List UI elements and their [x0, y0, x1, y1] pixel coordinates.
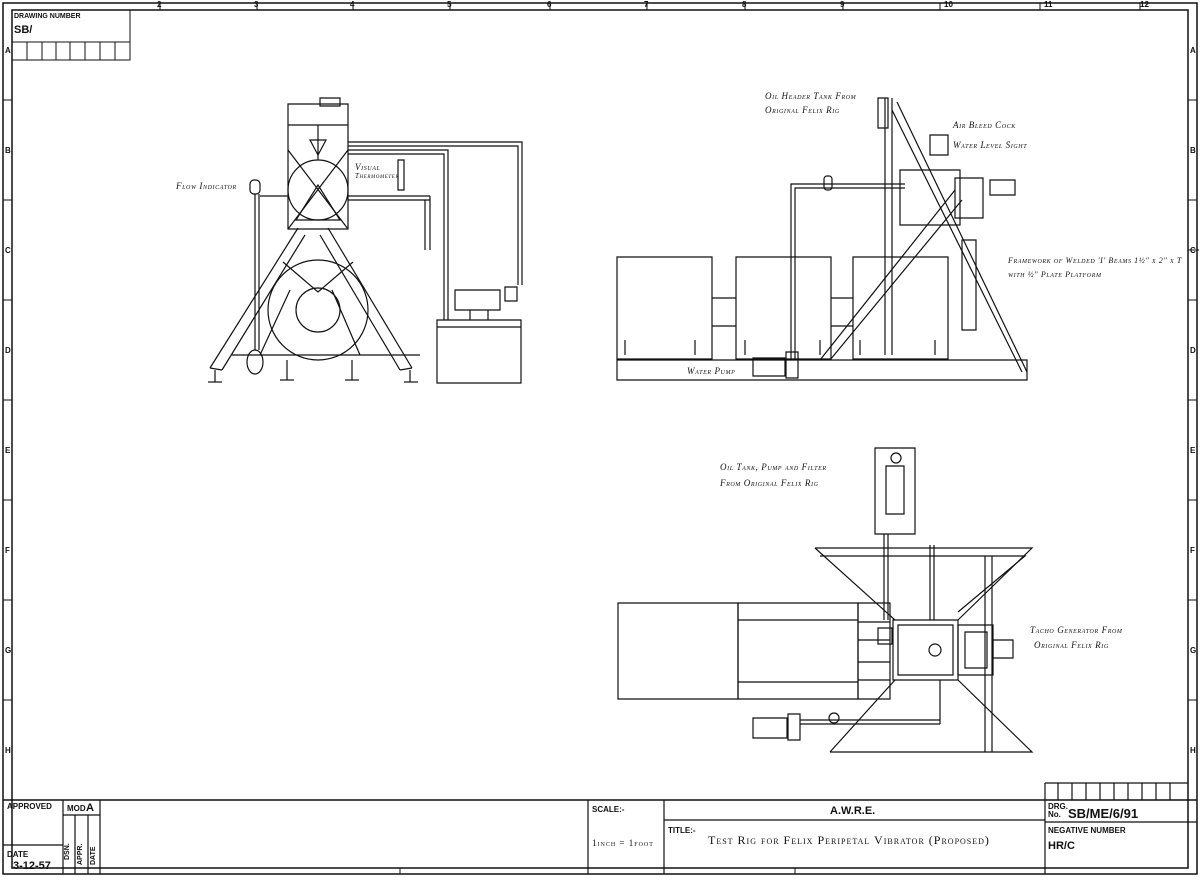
row-label: E: [5, 446, 11, 455]
visual-thermometer-label: Visual: [355, 162, 381, 172]
column-label: 7: [644, 0, 649, 9]
row-label: D: [5, 346, 11, 355]
oil-tank-label-2: From Original Felix Rig: [720, 478, 819, 488]
negative-number-label: NEGATIVE NUMBER: [1048, 826, 1126, 835]
row-label: B: [1190, 146, 1196, 155]
negative-number-value: HR/C: [1048, 840, 1075, 852]
row-label: B: [5, 146, 11, 155]
flow-indicator-label: Flow Indicator: [176, 181, 237, 191]
column-label: 2: [157, 0, 162, 9]
row-label: A: [5, 46, 11, 55]
column-label: 10: [944, 0, 953, 9]
framework-label: Framework of Welded 'I' Beams 1½" x 2" x…: [1008, 256, 1182, 265]
framework-label-2: with ½" Plate Platform: [1008, 270, 1102, 279]
row-label: F: [1190, 546, 1195, 555]
inner-border: [12, 10, 1188, 868]
scale-value: 1inch = 1foot: [592, 838, 654, 848]
date-label: DATE: [7, 850, 29, 859]
drawing-title: Test Rig for Felix Peripetal Vibrator (P…: [708, 833, 990, 847]
oil-header-tank-label-2: Original Felix Rig: [765, 105, 840, 115]
row-label: H: [5, 746, 11, 755]
scale-label: SCALE:-: [592, 805, 625, 814]
title-block-lines: [3, 783, 1197, 874]
column-label: 8: [742, 0, 747, 9]
row-label: C: [5, 246, 11, 255]
side-elevation-view: [208, 98, 522, 383]
mod-value: A: [86, 802, 94, 814]
dsn-label: DSN.: [64, 843, 71, 860]
mod-label: MOD: [67, 804, 86, 813]
appr-label: APPR.: [77, 843, 84, 865]
row-label: G: [5, 646, 12, 655]
oil-tank-label: Oil Tank, Pump and Filter: [720, 462, 827, 472]
drg-number-label: DRG. No.: [1048, 802, 1068, 819]
air-bleed-cock-label: Air Bleed Cock: [953, 120, 1016, 130]
column-label: 6: [547, 0, 552, 9]
drawing-number-box: [12, 10, 130, 60]
row-label: G: [1190, 646, 1197, 655]
plan-view: [618, 448, 1032, 752]
title-label: TITLE:-: [668, 826, 696, 835]
row-label: H: [1190, 746, 1196, 755]
visual-thermometer-label-2: Thermometer: [355, 172, 400, 180]
row-label: E: [1190, 446, 1196, 455]
oil-header-tank-label: Oil Header Tank From: [765, 91, 857, 101]
organisation-name: A.W.R.E.: [830, 805, 876, 817]
front-elevation-view: [617, 98, 1027, 380]
approved-label: APPROVED: [7, 802, 52, 811]
column-label: 5: [447, 0, 452, 9]
date-value: 3-12-57: [13, 860, 51, 872]
row-label: A: [1190, 46, 1196, 55]
tacho-generator-label: Tacho Generator From: [1030, 625, 1123, 635]
row-ticks: [3, 100, 1199, 700]
drawing-number-value: SB/: [14, 24, 33, 36]
water-pump-label: Water Pump: [687, 366, 736, 376]
column-ticks: [160, 3, 1140, 874]
column-label: 9: [840, 0, 845, 9]
column-label: 4: [350, 0, 355, 9]
row-label: F: [5, 546, 10, 555]
water-level-sight-label: Water Level Sight: [953, 140, 1028, 150]
row-label: D: [1190, 346, 1196, 355]
date2-label: DATE: [90, 846, 97, 865]
row-label: C: [1190, 246, 1196, 255]
column-label: 11: [1044, 0, 1053, 9]
column-label: 3: [254, 0, 259, 9]
outer-border: [3, 3, 1197, 874]
drawing-number-label: DRAWING NUMBER: [14, 13, 81, 20]
tacho-generator-label-2: Original Felix Rig: [1034, 640, 1109, 650]
column-label: 12: [1140, 0, 1149, 9]
drg-number-value: SB/ME/6/91: [1068, 806, 1139, 821]
